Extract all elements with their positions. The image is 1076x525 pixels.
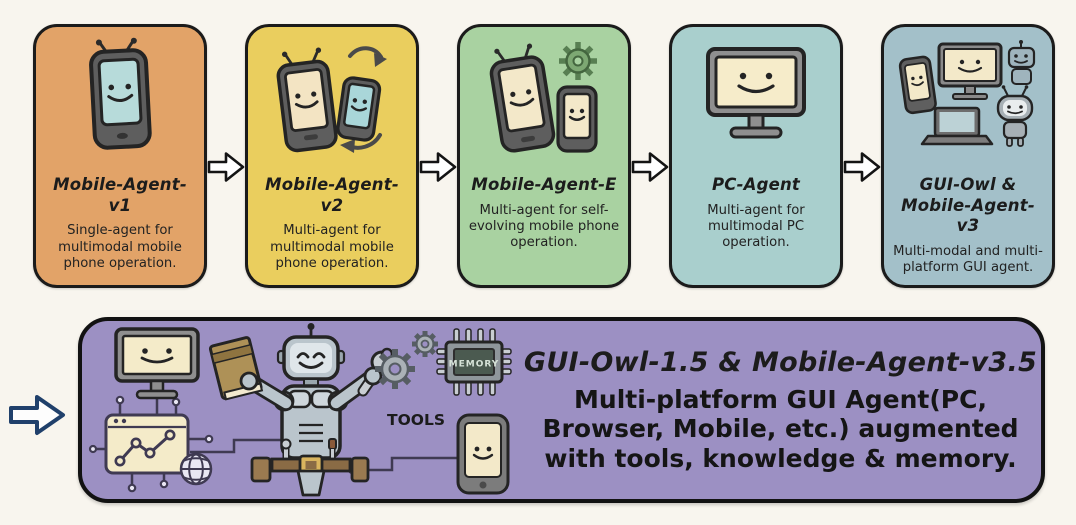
knowledge-book-icon: [208, 336, 264, 401]
robot-with-tools-knowledge-memory-illustration: MEMORY TOOLS: [86, 321, 528, 499]
card-title: PC-Agent: [711, 175, 801, 194]
card-mobile-agent-v2: Mobile-Agent-v2 Multi-agent for multimod…: [245, 24, 419, 288]
card-title: Mobile-Agent-v1: [53, 175, 187, 215]
card-description: Multi-agent for multimodal mobile phone …: [270, 223, 394, 271]
evolution-title: GUI-Owl-1.5 & Mobile-Agent-v3.5: [523, 347, 1038, 379]
timeline-row: Mobile-Agent-v1 Single-agent for multimo…: [33, 24, 1055, 288]
flow-arrow-icon: [631, 24, 669, 288]
phone-smiley-icon: [456, 413, 510, 495]
flow-arrow-icon: [207, 24, 245, 288]
devices-and-robots-icon: [892, 33, 1044, 169]
phone-antenna-smiley-icon: [44, 33, 196, 169]
card-gui-owl-mobile-agent-v3: GUI-Owl & Mobile-Agent-v3 Multi-modal an…: [881, 24, 1055, 288]
card-title: Mobile-Agent-v2: [265, 175, 399, 215]
evolution-text-block: GUI-Owl-1.5 & Mobile-Agent-v3.5 Multi-pl…: [524, 321, 1037, 499]
two-phones-gear-icon: [468, 33, 620, 169]
card-description: Multi-agent for self-evolving mobile pho…: [468, 202, 620, 251]
tool-belt-icon: [250, 438, 370, 497]
robot-icon: [245, 323, 377, 460]
robot-hand: [239, 371, 259, 391]
card-pc-agent: PC-Agent Multi-agent for multimodal PC o…: [669, 24, 843, 288]
card-title: Mobile-Agent-E: [471, 175, 617, 194]
gears-icon: [375, 331, 438, 389]
card-title: GUI-Owl & Mobile-Agent-v3: [901, 175, 1035, 236]
globe-icon: [179, 452, 213, 486]
evolution-section: MEMORY TOOLS GUI-Owl-1.5 & Mobile-Ag: [0, 300, 1076, 525]
card-description: Multi-agent for multimodal PC operation.: [707, 202, 805, 251]
evolution-description: Multi-platform GUI Agent(PC, Browser, Mo…: [542, 385, 1019, 473]
memory-chip-icon: MEMORY: [436, 328, 512, 396]
monitor-smiley-icon: [680, 33, 832, 169]
tools-label: TOOLS: [387, 411, 445, 429]
card-description: Multi-modal and multi-platform GUI agent…: [893, 243, 1043, 276]
evolution-banner: MEMORY TOOLS GUI-Owl-1.5 & Mobile-Ag: [78, 317, 1045, 503]
card-description: Single-agent for multimodal mobile phone…: [58, 223, 182, 271]
browser-chart-icon: [104, 413, 190, 475]
two-phones-cycle-arrows-icon: [256, 33, 408, 169]
flow-arrow-icon: [843, 24, 881, 288]
flow-arrow-icon: [419, 24, 457, 288]
memory-chip-label: MEMORY: [449, 360, 500, 370]
card-mobile-agent-v1: Mobile-Agent-v1 Single-agent for multimo…: [33, 24, 207, 288]
card-mobile-agent-e: Mobile-Agent-E Multi-agent for self-evol…: [457, 24, 631, 288]
evolution-arrow-icon: [8, 392, 66, 438]
monitor-smiley-icon: [114, 327, 200, 400]
